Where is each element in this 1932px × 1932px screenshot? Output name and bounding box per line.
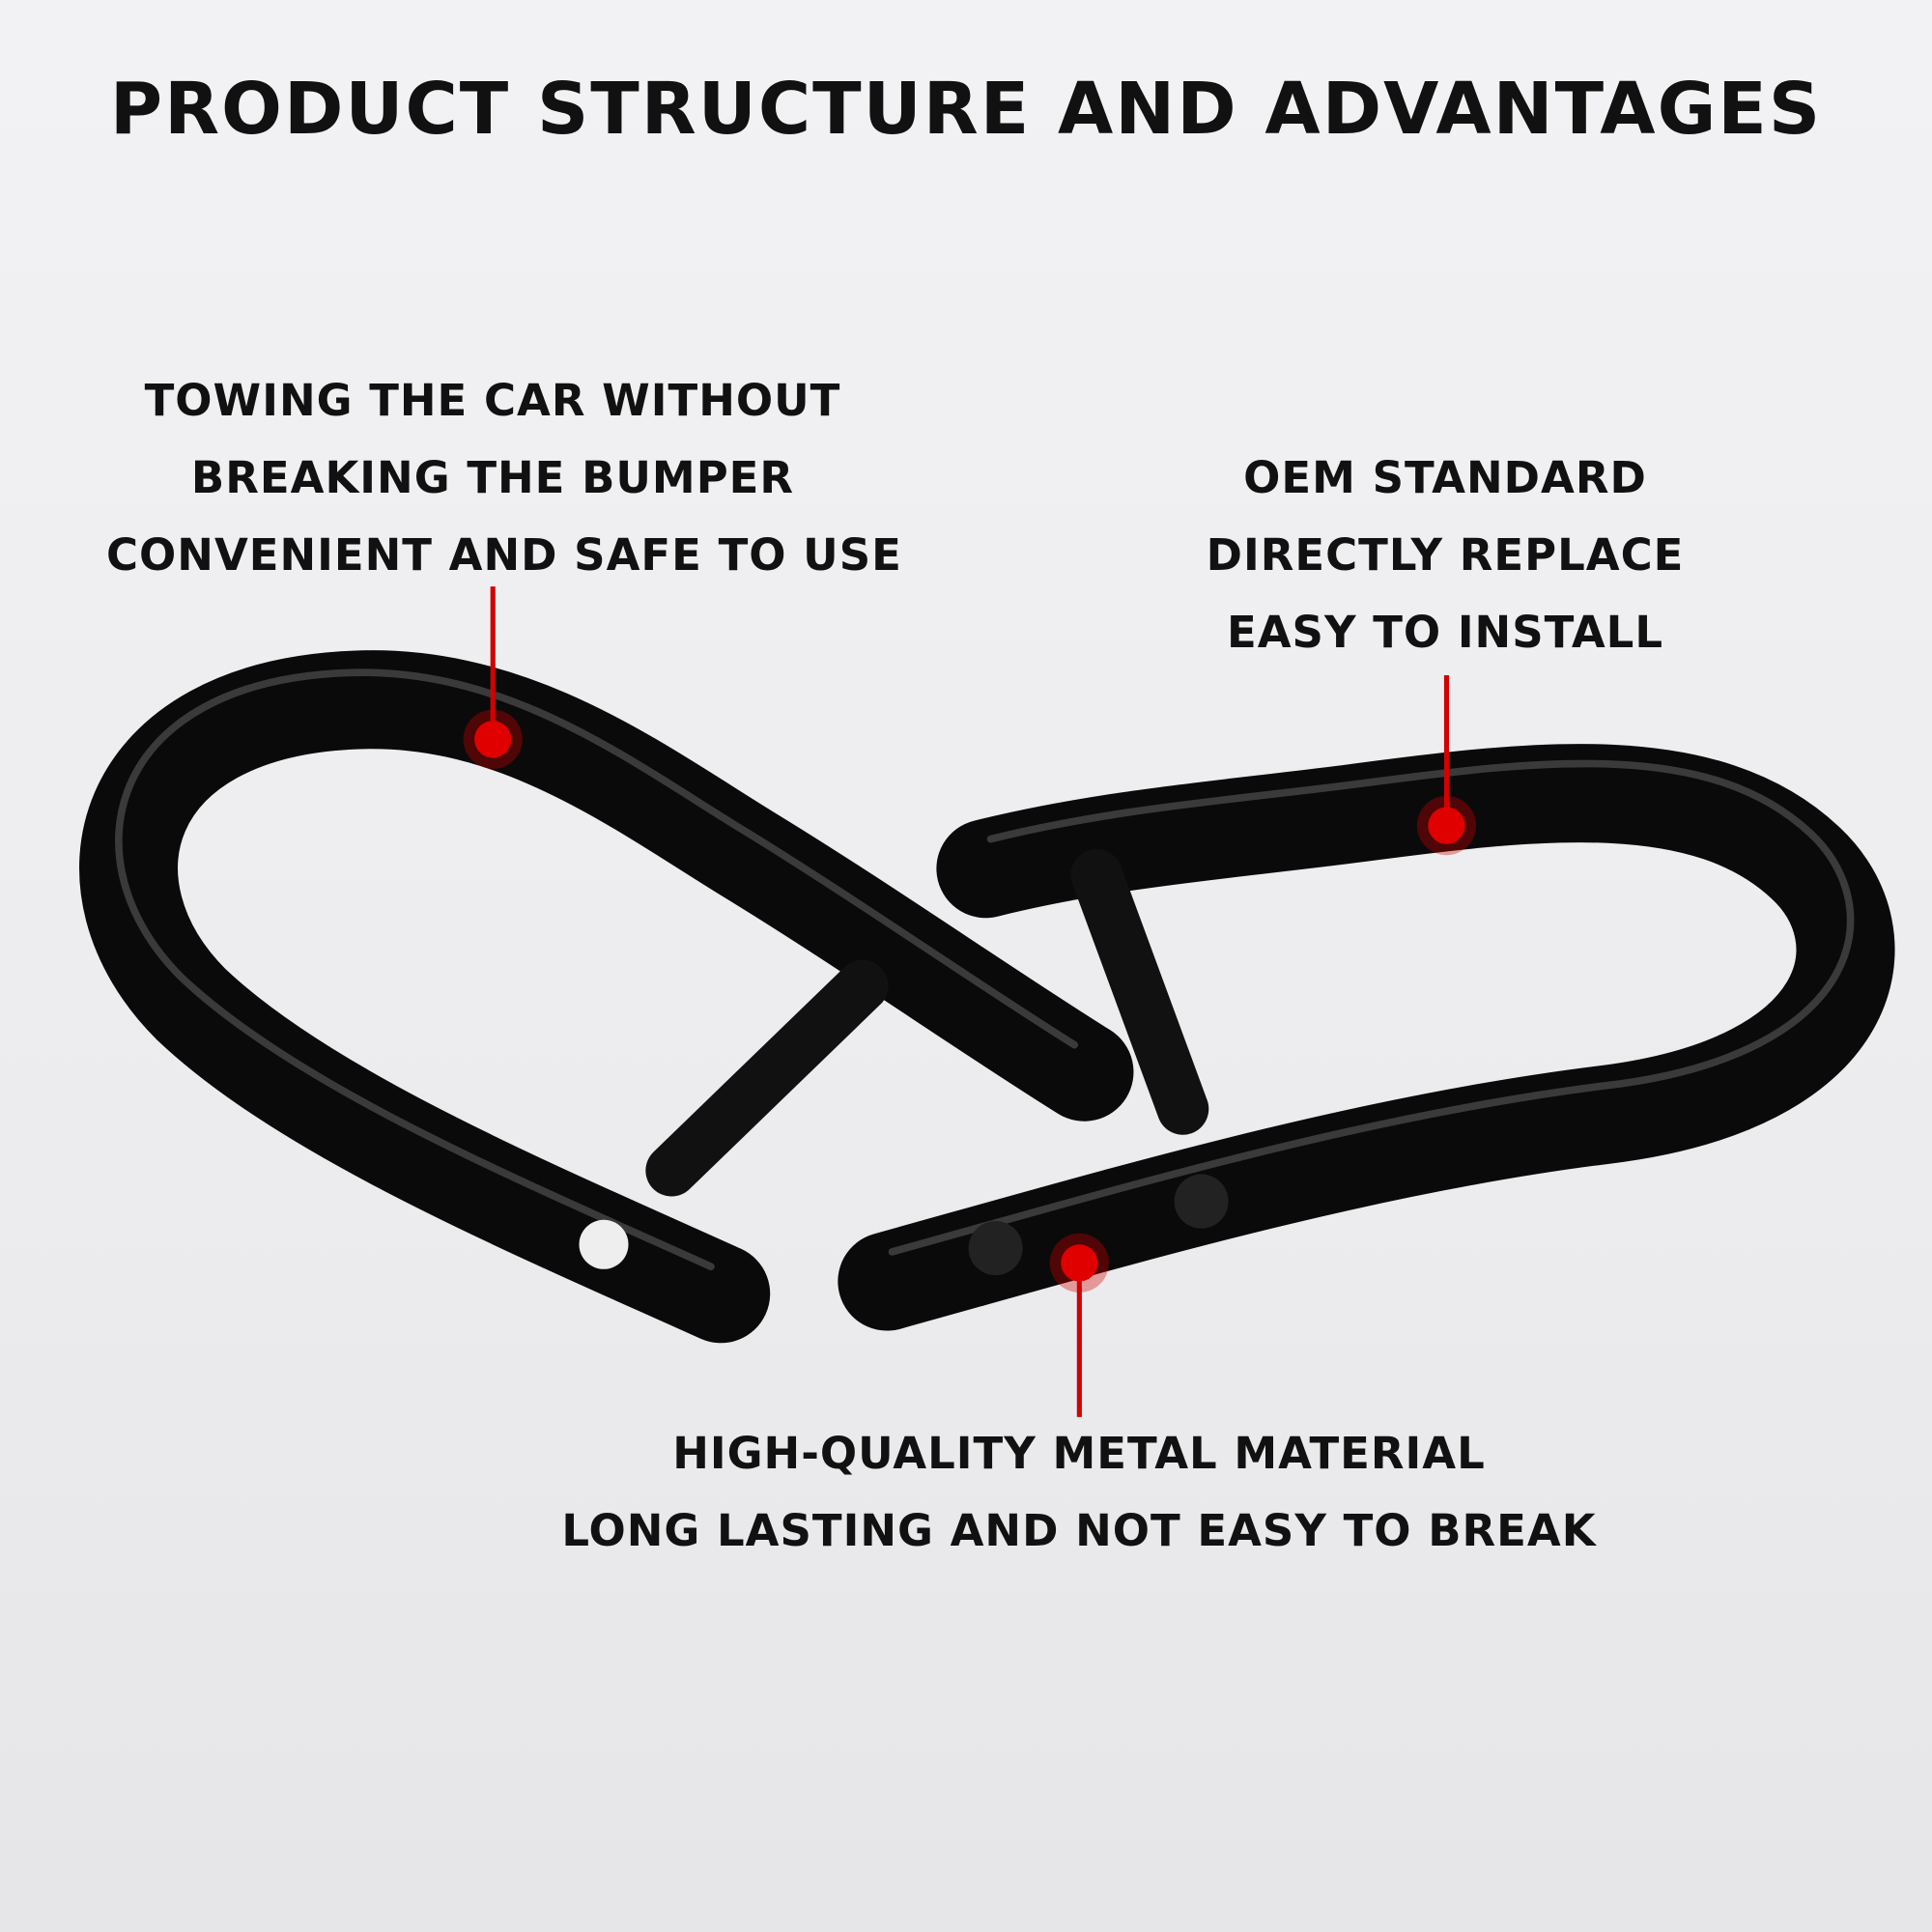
callout-line-text: TOWING THE CAR WITHOUT	[144, 375, 841, 426]
callout-line-text: CONVENIENT AND SAFE TO USE	[106, 529, 902, 581]
callout-line-text: LONG LASTING AND NOT EASY TO BREAK	[561, 1505, 1597, 1556]
callout-line-text: OEM STANDARD	[1243, 452, 1647, 503]
callout-line-text: DIRECTLY REPLACE	[1206, 529, 1685, 581]
callout-material: HIGH-QUALITY METAL MATERIAL LONG LASTING…	[499, 1415, 1659, 1570]
callout-line-text: EASY TO INSTALL	[1226, 607, 1664, 658]
right-tow-hook	[838, 744, 1895, 1331]
callout-towing: TOWING THE CAR WITHOUT BREAKING THE BUMP…	[106, 362, 902, 594]
page-title: PRODUCT STRUCTURE AND ADVANTAGES	[109, 68, 1823, 151]
callout-line-text: BREAKING THE BUMPER	[190, 452, 795, 503]
callout-markers	[463, 586, 1477, 1417]
left-tow-hook	[79, 650, 1134, 1344]
callout-line-text: HIGH-QUALITY METAL MATERIAL	[672, 1428, 1486, 1479]
callout-oem: OEM STANDARD DIRECTLY REPLACE EASY TO IN…	[1155, 440, 1735, 671]
